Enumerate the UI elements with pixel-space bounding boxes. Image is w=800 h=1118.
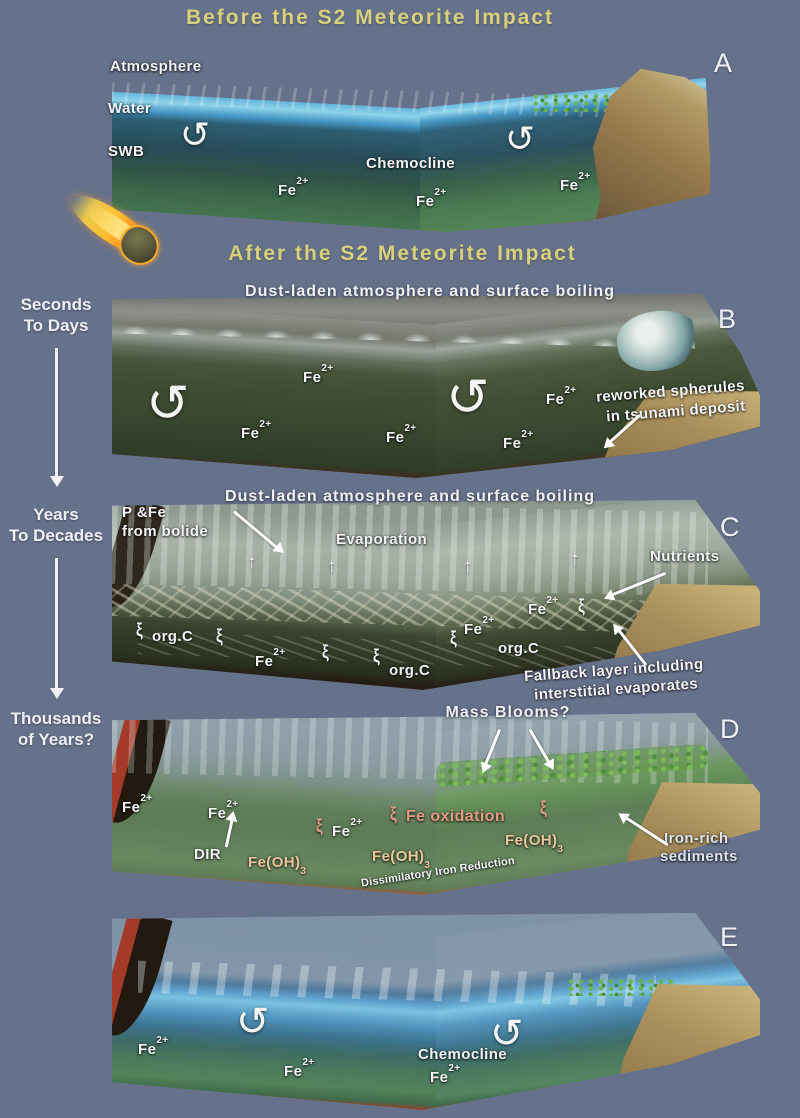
feoh3-label: Fe(OH)3 bbox=[248, 854, 307, 877]
mass-blooms-label: Mass Blooms? bbox=[445, 704, 571, 721]
dir-label: DIR bbox=[194, 846, 222, 863]
panel-e-letter: E bbox=[720, 922, 739, 952]
evaporation-label: Evaporation bbox=[336, 531, 428, 548]
fe2-label: Fe2+ bbox=[430, 1063, 461, 1086]
timeline-step-thousands-of-years: Thousands of Years? bbox=[0, 708, 112, 750]
fe2-label: Fe2+ bbox=[546, 385, 577, 408]
swb-label: SWB bbox=[108, 143, 145, 160]
fe2-label: Fe2+ bbox=[138, 1035, 169, 1058]
flux-squiggle-icon: ξ bbox=[322, 641, 329, 664]
timeline-line: To Days bbox=[23, 316, 89, 335]
atmosphere-label: Atmosphere bbox=[110, 58, 202, 75]
circulation-arrow-icon: ↺ bbox=[180, 115, 211, 156]
circulation-arrow-icon: ↺ bbox=[236, 999, 270, 1045]
fe2-label: Fe2+ bbox=[122, 793, 153, 816]
timeline-step-years-to-decades: Years To Decades bbox=[2, 504, 110, 546]
flux-squiggle-icon: ξ bbox=[450, 627, 457, 650]
fe2-label: Fe2+ bbox=[303, 363, 334, 386]
panel-b-letter: B bbox=[718, 304, 737, 334]
water-label: Water bbox=[108, 100, 152, 117]
timeline-arrow-line bbox=[55, 348, 58, 476]
algae-patch bbox=[530, 93, 627, 113]
timeline-line: of Years? bbox=[17, 730, 95, 749]
p-fe-from-bolide-label2: from bolide bbox=[122, 523, 209, 540]
timeline-line: Thousands bbox=[10, 709, 102, 728]
fe2-label: Fe2+ bbox=[241, 419, 272, 442]
chemocline-label: Chemocline bbox=[366, 155, 456, 172]
fe2-label: Fe2+ bbox=[560, 171, 591, 194]
organic-carbon-label: org.C bbox=[152, 628, 194, 645]
fe2-label: Fe2+ bbox=[332, 817, 363, 840]
panel-d-letter: D bbox=[720, 714, 740, 744]
flux-squiggle-icon: ξ bbox=[316, 815, 323, 838]
fe2-label: Fe2+ bbox=[528, 595, 559, 618]
p-fe-from-bolide-label: P &Fe bbox=[122, 504, 167, 521]
title-after-impact: After the S2 Meteorite Impact bbox=[228, 242, 577, 265]
fe2-label: Fe2+ bbox=[208, 799, 239, 822]
fe-oxidation-label: Fe oxidation bbox=[406, 808, 506, 825]
panel-c-letter: C bbox=[720, 512, 740, 542]
timeline-line: Seconds bbox=[20, 295, 92, 314]
fe2-label: Fe2+ bbox=[255, 647, 286, 670]
circulation-arrow-icon: ↺ bbox=[505, 119, 536, 160]
timeline-arrow-head bbox=[50, 688, 64, 699]
timeline-arrow-line bbox=[55, 558, 58, 688]
flux-squiggle-icon: ξ bbox=[373, 645, 380, 668]
timeline-line: Years bbox=[33, 505, 79, 524]
evaporation-arrow-icon: ↑ bbox=[463, 556, 473, 577]
circulation-arrow-icon: ↺ bbox=[490, 1011, 524, 1057]
feoh3-label: Fe(OH)3 bbox=[505, 832, 564, 855]
timeline-line: To Decades bbox=[8, 526, 104, 545]
nutrients-label: Nutrients bbox=[650, 548, 720, 565]
fe2-label: Fe2+ bbox=[386, 423, 417, 446]
title-before-impact: Before the S2 Meteorite Impact bbox=[185, 6, 555, 29]
fe2-label: Fe2+ bbox=[416, 187, 447, 210]
feoh3-label: Fe(OH)3 bbox=[372, 848, 431, 871]
iron-rich-sediments-label: Iron-rich bbox=[664, 830, 729, 847]
panel-a-letter: A bbox=[714, 48, 733, 78]
panel-c-caption: Dust-laden atmosphere and surface boilin… bbox=[225, 488, 595, 505]
chemocline-label: Chemocline bbox=[418, 1046, 508, 1063]
iron-rich-sediments-label2: sediments bbox=[660, 848, 738, 865]
circulation-arrow-icon: ↺ bbox=[146, 374, 190, 434]
fe2-label: Fe2+ bbox=[278, 176, 309, 199]
panel-b-caption: Dust-laden atmosphere and surface boilin… bbox=[245, 283, 615, 300]
organic-carbon-label: org.C bbox=[389, 662, 431, 679]
evaporation-arrow-icon: ↑ bbox=[327, 556, 337, 577]
timeline-arrow-head bbox=[50, 476, 64, 487]
evaporation-arrow-icon: ↑ bbox=[570, 549, 580, 570]
algae-patch bbox=[565, 978, 676, 996]
flux-squiggle-icon: ξ bbox=[136, 619, 143, 642]
fe2-label: Fe2+ bbox=[503, 429, 534, 452]
circulation-arrow-icon: ↺ bbox=[446, 368, 490, 428]
flux-squiggle-icon: ξ bbox=[216, 625, 223, 648]
timeline-step-seconds-to-days: Seconds To Days bbox=[2, 294, 110, 336]
flux-squiggle-icon: ξ bbox=[578, 595, 585, 618]
flux-squiggle-icon: ξ bbox=[540, 797, 547, 820]
fe2-label: Fe2+ bbox=[464, 615, 495, 638]
organic-carbon-label: org.C bbox=[498, 640, 540, 657]
evaporation-arrow-icon: ↑ bbox=[247, 552, 257, 573]
flux-squiggle-icon: ξ bbox=[390, 803, 397, 826]
fe2-label: Fe2+ bbox=[284, 1057, 315, 1080]
